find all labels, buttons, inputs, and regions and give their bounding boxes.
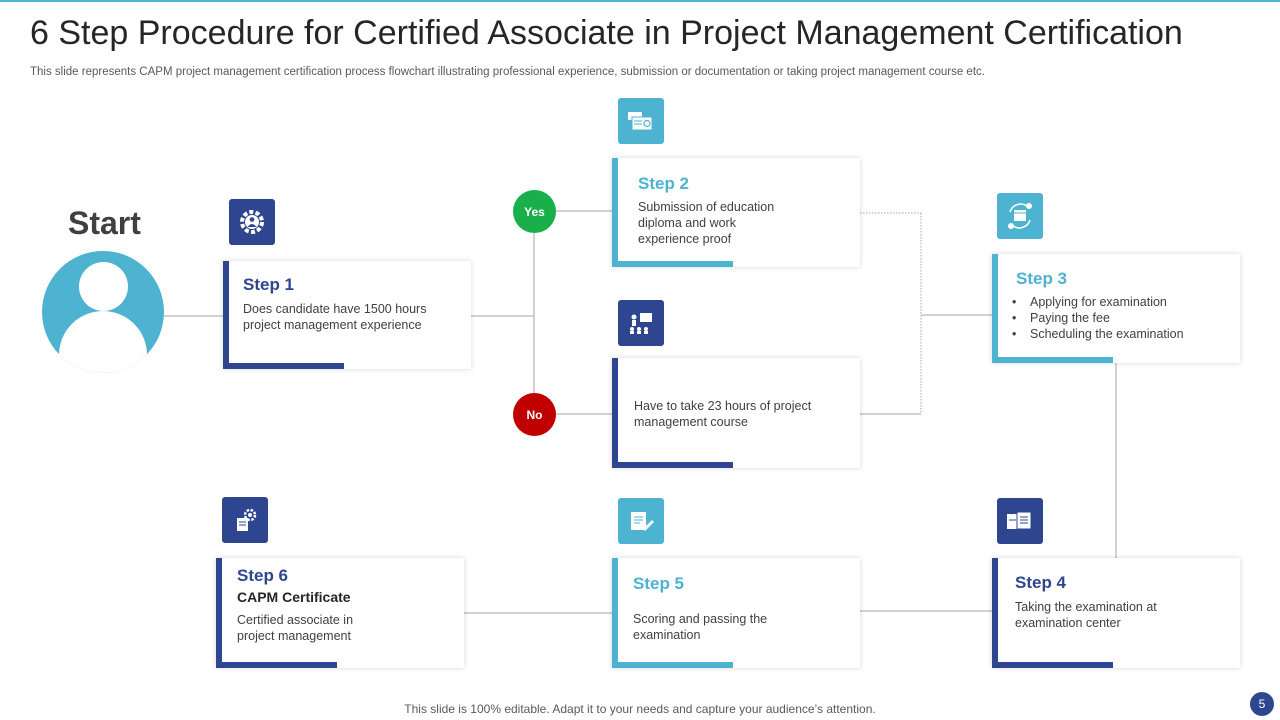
step2-card: Step 2 Submission of education diploma a…: [612, 158, 860, 267]
exam-papers-icon: [997, 498, 1043, 544]
step1-card: Step 1 Does candidate have 1500 hours pr…: [223, 261, 471, 369]
user-avatar-icon: [42, 251, 164, 373]
documents-icon: [618, 98, 664, 144]
course-card: Have to take 23 hours of project managem…: [612, 358, 860, 468]
step6-title: Step 6: [237, 566, 289, 585]
step1-text: Does candidate have 1500 hours project m…: [243, 302, 427, 332]
step6-card: Step 6 CAPM Certificate Certified associ…: [216, 558, 464, 668]
presentation-board-icon: [618, 300, 664, 346]
step6-subtitle: CAPM Certificate: [237, 589, 351, 605]
step5-title: Step 5: [633, 574, 685, 593]
step3-title: Step 3: [1016, 269, 1068, 288]
step6-text: Certified associate in project managemen…: [237, 613, 354, 643]
step1-title: Step 1: [243, 275, 295, 294]
step4-card: Step 4 Taking the examination at examina…: [992, 558, 1240, 668]
step4-text: Taking the examination at examination ce…: [1015, 600, 1157, 630]
step3-item: Scheduling the examination: [1012, 326, 1227, 342]
step2-title: Step 2: [638, 174, 690, 193]
page-subtitle: This slide represents CAPM project manag…: [30, 66, 985, 78]
step3-list: Applying for examination Paying the fee …: [1012, 294, 1227, 342]
decision-yes: Yes: [513, 190, 556, 233]
page-title: 6 Step Procedure for Certified Associate…: [30, 14, 1183, 52]
certificate-gear-icon: [222, 497, 268, 543]
gear-user-icon: [229, 199, 275, 245]
decision-no: No: [513, 393, 556, 436]
step3-item: Applying for examination: [1012, 294, 1227, 310]
step3-card: Step 3 Applying for examination Paying t…: [992, 254, 1240, 363]
step2-text: Submission of education diploma and work…: [638, 200, 775, 246]
step5-card: Step 5 Scoring and passing the examinati…: [612, 558, 860, 668]
top-accent-line: [0, 0, 1280, 2]
page-number: 5: [1250, 692, 1274, 716]
footer-note: This slide is 100% editable. Adapt it to…: [404, 702, 876, 716]
calendar-cycle-icon: [997, 193, 1043, 239]
course-text: Have to take 23 hours of project managem…: [634, 399, 812, 429]
start-label: Start: [68, 205, 141, 241]
step4-title: Step 4: [1015, 573, 1067, 592]
step3-item: Paying the fee: [1012, 310, 1227, 326]
step5-text: Scoring and passing the examination: [633, 612, 768, 642]
scoring-document-icon: [618, 498, 664, 544]
